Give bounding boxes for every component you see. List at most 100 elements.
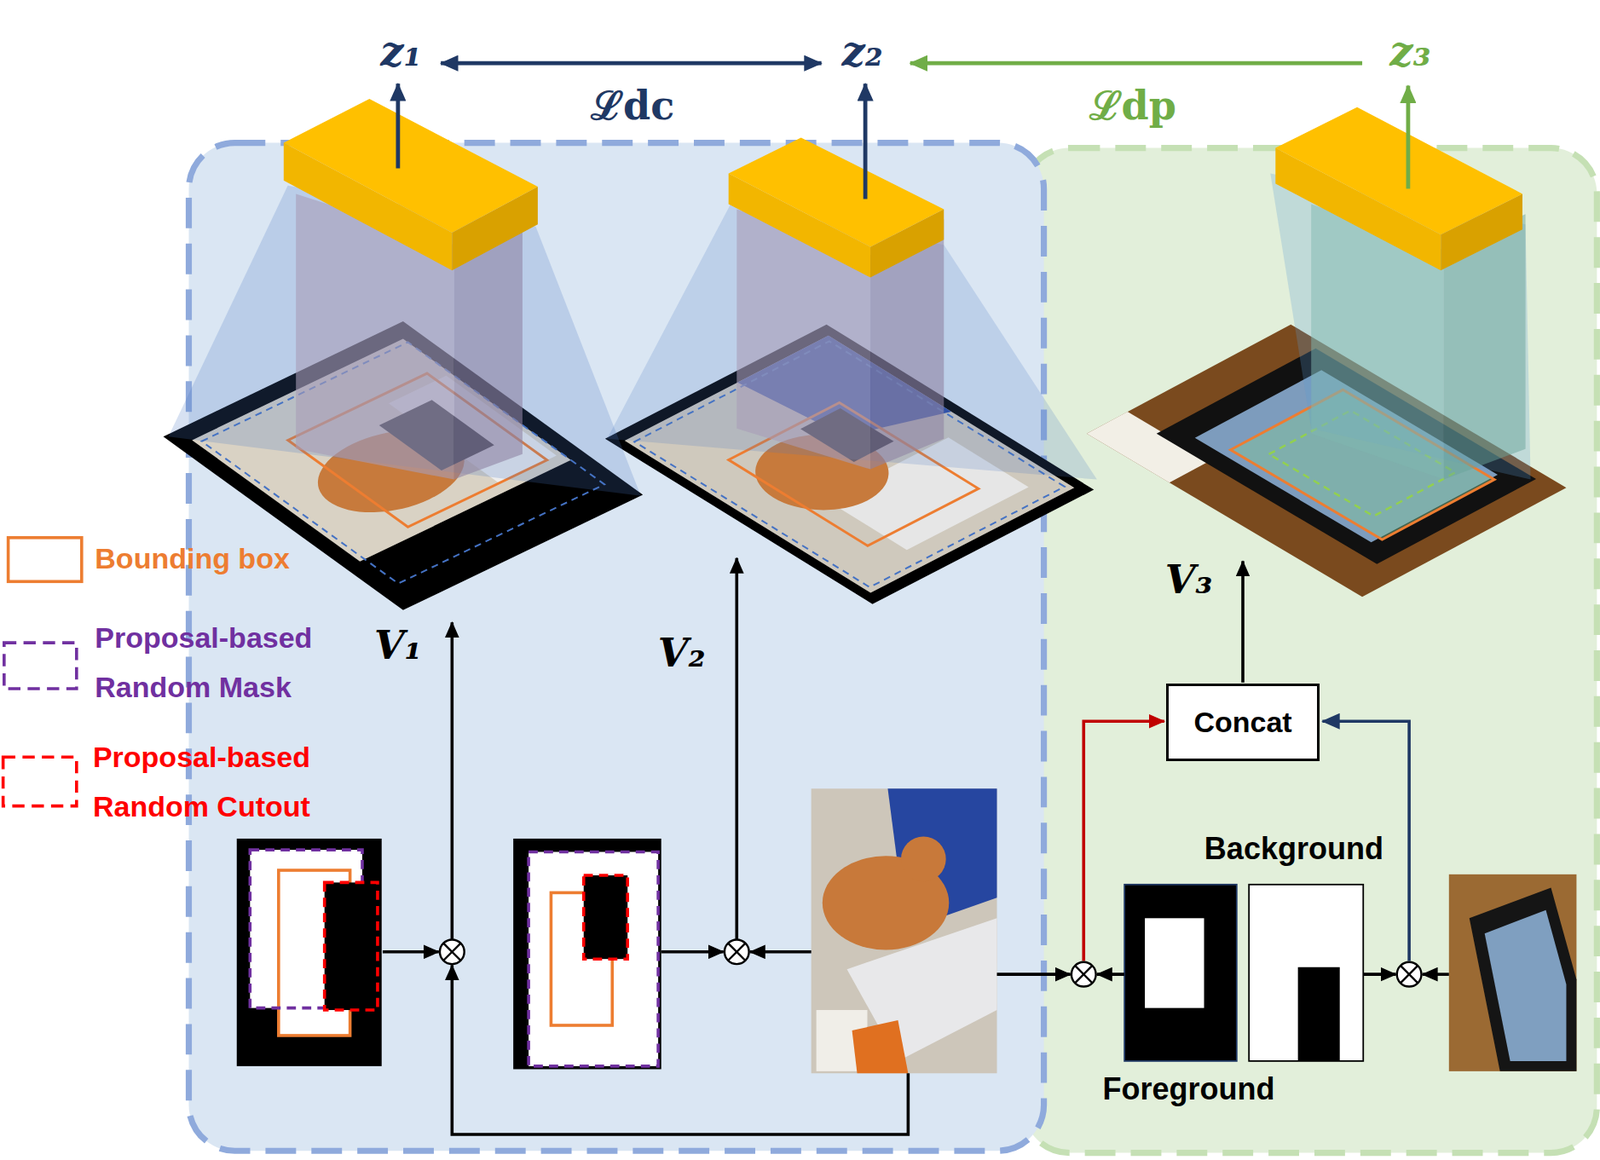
node-text: Concat xyxy=(1193,705,1292,740)
multiply-symbols-part-part xyxy=(443,943,461,961)
background-mask-part xyxy=(1298,967,1341,1062)
top-arrows xyxy=(398,63,1409,199)
multiply-symbols-part xyxy=(724,939,750,965)
bottom-arrows-part xyxy=(661,950,724,954)
foreground-mask xyxy=(1124,884,1237,1062)
legend-text: Proposal-based Random Cutout xyxy=(92,740,311,823)
regions xyxy=(188,143,1597,1154)
mask-label: Foreground xyxy=(1103,1071,1276,1108)
background-mask xyxy=(1248,884,1364,1062)
projection-heads-part xyxy=(1275,148,1441,272)
bottom-arrows xyxy=(382,558,1450,1135)
foreground-mask-part xyxy=(1124,884,1237,1062)
multiply-symbols-part-part xyxy=(443,943,461,961)
cat-photo xyxy=(811,788,998,1074)
loss-label-text: ℒdp xyxy=(1089,82,1177,129)
multiply-symbols-part-part xyxy=(1074,965,1092,983)
bottom-arrows-part xyxy=(750,950,812,954)
legend-text: Proposal-based Random Mask xyxy=(94,621,312,704)
cat-photo-part xyxy=(901,837,947,883)
top-arrows-part xyxy=(440,61,821,66)
bottom-arrows-part xyxy=(1083,721,1165,961)
multiply-symbols-part-part xyxy=(1400,965,1418,983)
view-label-text: V₁ xyxy=(374,622,422,669)
bottom-arrows-part xyxy=(1363,972,1396,977)
view-label-text: V₂ xyxy=(658,629,706,676)
regions-part xyxy=(188,143,1044,1152)
regions-part xyxy=(1023,148,1598,1154)
top-arrows-part xyxy=(863,83,868,199)
concat-box: Concat xyxy=(1166,683,1320,762)
embedding-label: z₁ xyxy=(380,27,422,76)
projection-heads-part xyxy=(728,173,871,278)
loss-label: ℒdp xyxy=(1089,77,1177,131)
mask-one-part xyxy=(236,838,382,1067)
bottom-arrows-part xyxy=(382,950,439,954)
mask-two-part xyxy=(528,852,659,1067)
projection-heads xyxy=(283,98,1523,278)
mask-label: Background xyxy=(1204,831,1384,867)
multiply-symbols-part-part xyxy=(724,939,750,965)
multiply-symbols-part-part xyxy=(727,943,746,961)
legend-samples-part xyxy=(8,537,82,582)
laptop-photo-part xyxy=(1449,874,1577,1072)
projection-heads-part xyxy=(451,186,538,271)
bottom-arrows-part xyxy=(1241,560,1245,682)
bottom-arrows-part xyxy=(734,558,739,941)
multiply-symbols-part-part xyxy=(1074,965,1092,983)
view-label: V₂ xyxy=(658,629,706,676)
cat-photo-part xyxy=(811,788,998,1074)
legend-samples xyxy=(3,537,82,807)
laptop-photo-part xyxy=(1484,910,1567,1062)
projection-heads-part xyxy=(870,208,944,278)
embedding-label: z₃ xyxy=(1389,27,1431,76)
legend-samples-part xyxy=(3,756,77,806)
mask-label-text: Foreground xyxy=(1103,1071,1276,1107)
mask-two-part xyxy=(583,875,628,959)
top-arrows-part xyxy=(1406,86,1411,190)
laptop-photo xyxy=(1449,874,1577,1072)
multiply-symbols-part-part xyxy=(1071,962,1097,988)
mask-label-text: Background xyxy=(1204,831,1384,867)
bottom-arrows-part xyxy=(1097,972,1125,977)
legend-entry: Proposal-based Random Mask xyxy=(94,613,368,713)
embedding-label-text: z₃ xyxy=(1389,27,1431,76)
loss-label: ℒdc xyxy=(590,77,675,131)
background-mask-part xyxy=(1248,884,1364,1062)
laptop-photo-part xyxy=(1469,887,1577,1071)
embedding-label: z₂ xyxy=(841,27,883,76)
legend-text: Bounding box xyxy=(94,542,290,575)
bottom-arrows-part xyxy=(451,964,908,1135)
bottom-arrows-part xyxy=(1422,972,1450,977)
top-arrows-part xyxy=(910,61,1363,66)
view-label: V₃ xyxy=(1165,556,1213,603)
mask-one xyxy=(236,838,382,1067)
multiply-symbols-part-part xyxy=(727,943,746,961)
bottom-arrows-part xyxy=(997,972,1071,977)
bottom-arrows-part xyxy=(450,622,455,940)
embedding-label-text: z₁ xyxy=(380,27,422,76)
top-arrows-part xyxy=(395,83,400,168)
projection-heads-part xyxy=(283,143,453,272)
multiply-symbols xyxy=(439,939,1422,987)
multiply-symbols-part-part xyxy=(439,939,465,965)
view-label-text: V₃ xyxy=(1165,556,1213,603)
multiply-symbols-part xyxy=(1397,962,1422,988)
loss-label-text: ℒdc xyxy=(590,82,675,129)
mask-two xyxy=(513,838,662,1070)
projection-heads-part xyxy=(1440,193,1523,271)
foreground-mask-part xyxy=(1144,918,1204,1008)
legend-samples-part xyxy=(4,642,77,689)
multiply-symbols-part-part xyxy=(1400,965,1418,983)
embedding-label-text: z₂ xyxy=(841,27,883,76)
view-label: V₁ xyxy=(374,622,422,669)
multiply-symbols-part-part xyxy=(1397,962,1422,988)
legend-entry: Bounding box xyxy=(94,534,368,584)
mask-two-part xyxy=(513,838,662,1070)
mask-one-part xyxy=(324,882,378,1011)
cat-photo-part xyxy=(852,1020,909,1074)
multiply-symbols-part xyxy=(1071,962,1097,988)
legend-entry: Proposal-based Random Cutout xyxy=(92,733,366,832)
